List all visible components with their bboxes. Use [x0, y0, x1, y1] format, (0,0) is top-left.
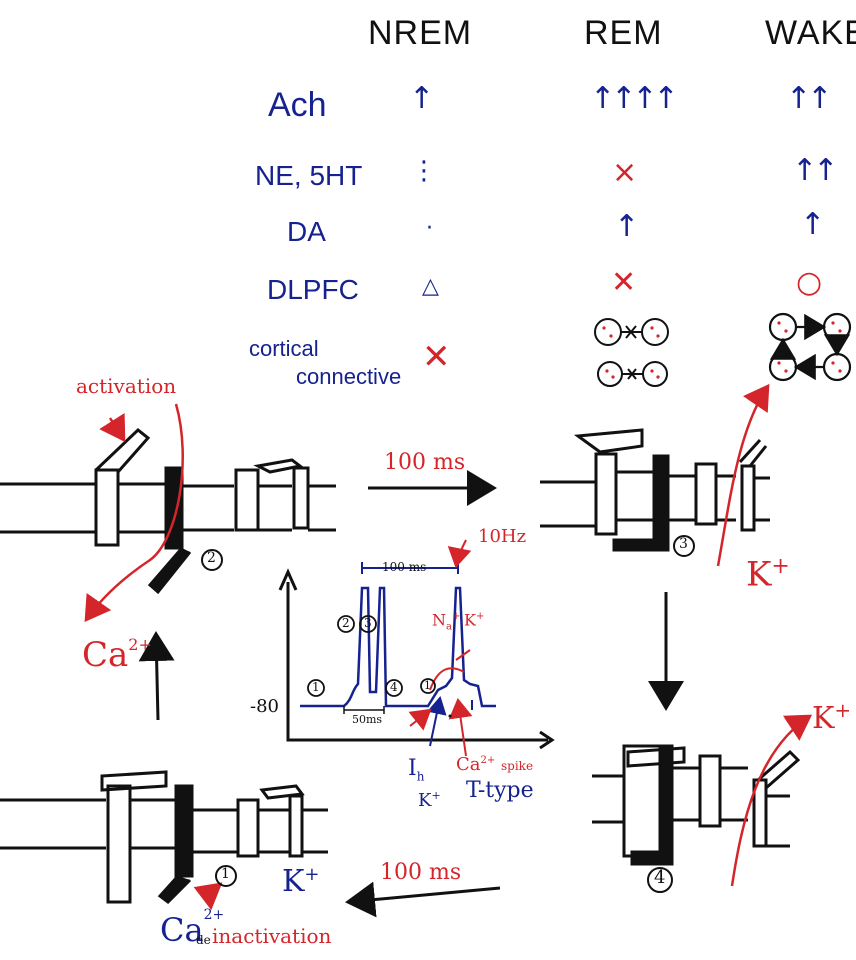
header-rem: REM: [584, 14, 663, 52]
plot-marker-3: 3: [364, 616, 372, 630]
ca-spike-label: Ca2+ spike: [456, 756, 533, 774]
nrem-ach-value: ↑: [409, 81, 435, 116]
k-label-top-right: K+: [746, 554, 790, 595]
header-wake: WAKE: [765, 14, 856, 52]
rem-da-value: ↑: [614, 209, 640, 244]
time-label-top: 100 ms: [384, 450, 466, 475]
k-label-bottom-right: K+: [812, 700, 851, 734]
k-plot-label: K+: [418, 790, 441, 810]
state-3-number: 3: [679, 536, 688, 552]
activation-arrow: [99, 412, 126, 443]
ca-influx-charge: 2+: [128, 634, 152, 654]
plot-marker-2: 2: [342, 616, 350, 630]
k-label-top-right-charge: +: [771, 554, 790, 579]
channel-state-1: [0, 770, 328, 904]
ttype-label: T-type: [466, 778, 534, 803]
k-label-top-right-text: K: [746, 554, 772, 595]
rem-ne-value: ×: [612, 155, 638, 190]
plot-span-bottom: 50ms: [352, 713, 383, 726]
k-label-bottom-left-charge: +: [304, 864, 320, 885]
k-label-bottom-left: K+: [282, 866, 320, 897]
nrem-cortical-value: ✕: [422, 337, 451, 377]
activation-label: activation: [76, 374, 177, 398]
k-spike-label: K+: [464, 612, 484, 628]
k-label-bottom-right-charge: +: [834, 698, 852, 722]
nrem-da-value: ·: [426, 216, 433, 241]
ca-spike-word: spike: [501, 759, 534, 773]
na-text: N: [432, 610, 446, 630]
state-markers: [201, 535, 695, 893]
ca-deinact-label: Ca2+: [160, 908, 224, 949]
wake-ach-value: ↑↑: [786, 81, 832, 116]
channel-state-2: [0, 428, 336, 595]
ih-label: Ih: [408, 756, 425, 784]
row-label-da: DA: [287, 216, 326, 247]
na-charge: +: [451, 611, 461, 622]
rem-ach-value: ↑↑↑↑: [590, 81, 679, 116]
state-4-number: 4: [654, 867, 666, 888]
ih-text: I: [408, 756, 417, 781]
k-spike-charge: +: [475, 611, 485, 622]
deinactivation-label: inactivation: [212, 924, 332, 948]
k-efflux-arrow-top: [716, 383, 770, 567]
row-label-cortical: cortical: [249, 336, 319, 361]
plot-marker-1: 1: [312, 680, 320, 694]
deinactivation-prefix: de: [196, 933, 211, 947]
k-plot-text: K: [418, 790, 432, 811]
nrem-ne-value: ⋮: [411, 156, 437, 186]
arrow-bottom-left: [345, 881, 501, 918]
ca-spike-charge: 2+: [480, 755, 496, 766]
plot-span-top: 100 ms: [382, 560, 427, 574]
ca-influx-arrow: [84, 403, 184, 623]
ca-deinact-text: Ca: [160, 911, 204, 949]
ca-deinact-charge: 2+: [203, 907, 225, 924]
na-label: Na+: [432, 612, 460, 633]
k-label-bottom-right-text: K: [812, 701, 835, 736]
wake-da-value: ↑: [800, 207, 826, 242]
na-subscript: a: [446, 621, 452, 633]
membrane-potential-plot: [278, 539, 555, 757]
ca-spike-text: Ca: [456, 754, 481, 775]
cycle-arrows: [138, 470, 684, 918]
k-spike-text: K: [464, 610, 476, 630]
wake-connectivity-icon: [768, 312, 852, 382]
voltage-trace: [300, 586, 496, 708]
frequency-label: 10Hz: [478, 526, 527, 547]
plot-y-label: -80: [250, 696, 279, 717]
arrow-left-up: [138, 631, 175, 721]
row-label-ach: Ach: [268, 86, 327, 124]
wake-dlpfc-value: ○: [796, 265, 823, 300]
state-1-number: 1: [221, 866, 230, 882]
rem-connectivity-icon: [594, 318, 669, 387]
channel-state-3: [540, 428, 770, 552]
ca-influx-label: Ca2+: [82, 634, 152, 675]
deinactivation-arrow: [193, 882, 223, 911]
header-nrem: NREM: [368, 14, 473, 52]
plot-marker-1b: 1: [424, 679, 431, 692]
nrem-dlpfc-value: △: [422, 274, 439, 299]
time-label-bottom: 100 ms: [380, 860, 462, 885]
row-label-connective: connective: [296, 364, 402, 389]
k-plot-charge: +: [431, 789, 441, 802]
wake-ne-value: ↑↑: [792, 153, 838, 188]
ca-spike-trace: [429, 667, 465, 691]
row-label-ne-5ht: NE, 5HT: [255, 160, 363, 191]
ih-subscript: h: [416, 769, 425, 784]
rem-dlpfc-value: ✕: [611, 265, 637, 300]
row-label-dlpfc: DLPFC: [267, 274, 359, 305]
state-2-number: 2: [207, 550, 216, 566]
plot-marker-4: 4: [390, 680, 398, 694]
channel-state-4: [592, 744, 801, 866]
ca-influx-text: Ca: [82, 635, 129, 675]
k-efflux-arrow-bottom: [730, 714, 813, 887]
k-label-bottom-left-text: K: [282, 864, 305, 899]
